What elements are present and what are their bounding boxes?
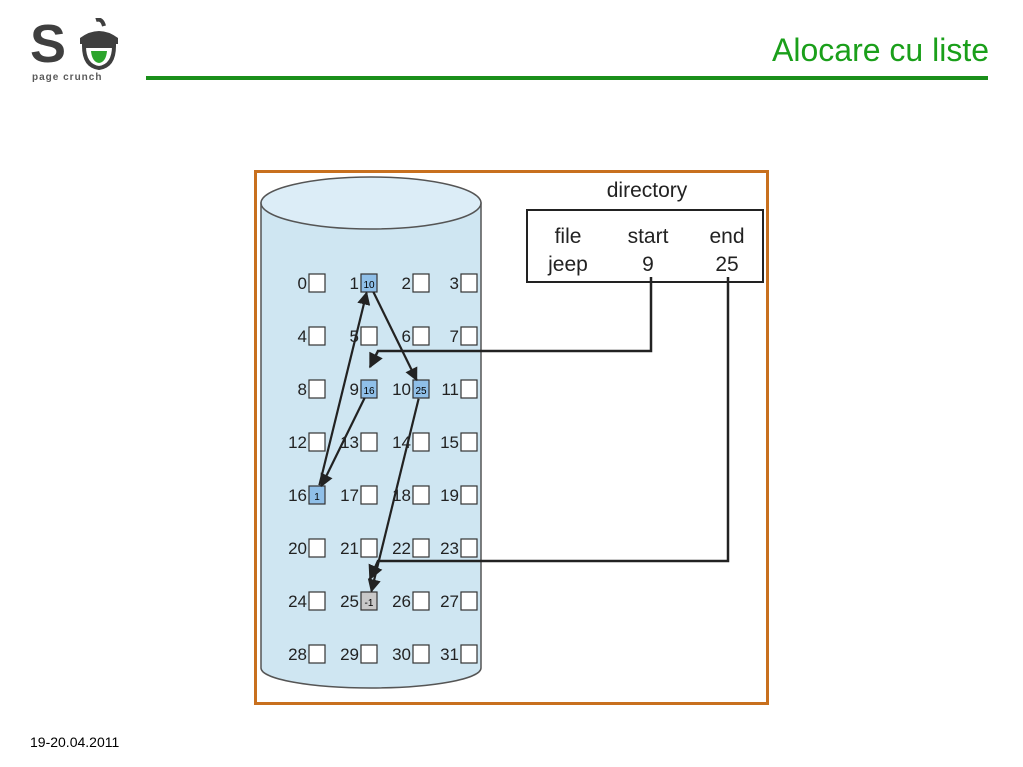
header-end: end <box>709 225 744 248</box>
disk-block-3 <box>460 273 478 293</box>
block-number-2: 2 <box>402 274 411 293</box>
block-number-6: 6 <box>402 327 411 346</box>
block-number-1: 1 <box>350 274 359 293</box>
block-number-28: 28 <box>288 645 307 664</box>
disk-block-18 <box>412 485 430 505</box>
block-number-25: 25 <box>340 592 359 611</box>
block-number-24: 24 <box>288 592 307 611</box>
logo-letter: S <box>30 14 67 74</box>
disk-block-0 <box>308 273 326 293</box>
header-start: start <box>628 225 669 248</box>
block-number-3: 3 <box>450 274 459 293</box>
block-number-9: 9 <box>350 380 359 399</box>
directory-box: directory file start end jeep 9 25 <box>526 179 764 283</box>
block-number-10: 10 <box>392 380 411 399</box>
block-number-0: 0 <box>298 274 307 293</box>
block-number-5: 5 <box>350 327 359 346</box>
block-number-29: 29 <box>340 645 359 664</box>
disk-block-19 <box>460 485 478 505</box>
disk-block-31 <box>460 644 478 664</box>
start-pointer-line <box>368 277 653 369</box>
disk-block-12 <box>308 432 326 452</box>
chain-arrow-16-to-1 <box>318 291 371 486</box>
disk-block-6 <box>412 326 430 346</box>
block-number-21: 21 <box>340 539 359 558</box>
block-number-7: 7 <box>450 327 459 346</box>
disk-block-5 <box>360 326 378 346</box>
directory-caption: directory <box>607 179 688 202</box>
slide-title: Alocare cu liste <box>772 32 989 68</box>
disk-block-27 <box>460 591 478 611</box>
block-number-20: 20 <box>288 539 307 558</box>
start-value: 9 <box>642 253 654 276</box>
disk-block-28 <box>308 644 326 664</box>
end-value: 25 <box>715 253 738 276</box>
block-pointer-9: 16 <box>363 386 375 397</box>
disk-block-22 <box>412 538 430 558</box>
disk-block-7 <box>460 326 478 346</box>
block-number-26: 26 <box>392 592 411 611</box>
disk-block-11 <box>460 379 478 399</box>
acorn-icon <box>80 18 118 71</box>
disk-block-24 <box>308 591 326 611</box>
block-number-30: 30 <box>392 645 411 664</box>
logo-tagline: page crunch <box>32 72 103 83</box>
title-divider <box>146 76 988 80</box>
disk-block-15 <box>460 432 478 452</box>
chain-arrow-1-to-10 <box>372 291 418 382</box>
disk-block-13 <box>360 432 378 452</box>
disk-block-2 <box>412 273 430 293</box>
chain-arrow-10-to-25 <box>367 398 420 593</box>
disk-block-9 <box>360 379 378 399</box>
disk-block-20 <box>308 538 326 558</box>
block-number-4: 4 <box>298 327 307 346</box>
page-crunch-logo: S page crunch <box>28 12 128 86</box>
disk-block-21 <box>360 538 378 558</box>
block-number-19: 19 <box>440 486 459 505</box>
block-number-17: 17 <box>340 486 359 505</box>
chain-arrow-9-to-16 <box>320 397 366 488</box>
block-number-31: 31 <box>440 645 459 664</box>
block-chain-arrows <box>318 291 420 593</box>
disk-block-10 <box>412 379 430 399</box>
block-pointer-25: -1 <box>365 598 374 609</box>
disk-block-16 <box>308 485 326 505</box>
block-number-27: 27 <box>440 592 459 611</box>
disk-block-8 <box>308 379 326 399</box>
header-file: file <box>555 225 582 248</box>
disk-block-30 <box>412 644 430 664</box>
block-pointer-10: 25 <box>415 386 427 397</box>
disk-block-23 <box>460 538 478 558</box>
disk-block-4 <box>308 326 326 346</box>
block-number-12: 12 <box>288 433 307 452</box>
disk-block-17 <box>360 485 378 505</box>
block-pointer-16: 1 <box>314 492 320 503</box>
block-number-8: 8 <box>298 380 307 399</box>
block-number-15: 15 <box>440 433 459 452</box>
disk-block-14 <box>412 432 430 452</box>
block-number-16: 16 <box>288 486 307 505</box>
block-number-11: 11 <box>441 380 459 399</box>
block-number-23: 23 <box>440 539 459 558</box>
end-pointer-line <box>368 277 730 581</box>
footer-date: 19-20.04.2011 <box>30 734 120 750</box>
block-pointer-1: 10 <box>363 280 375 291</box>
block-number-22: 22 <box>392 539 411 558</box>
disk-block-26 <box>412 591 430 611</box>
file-name-jeep: jeep <box>547 253 588 276</box>
disk-block-29 <box>360 644 378 664</box>
